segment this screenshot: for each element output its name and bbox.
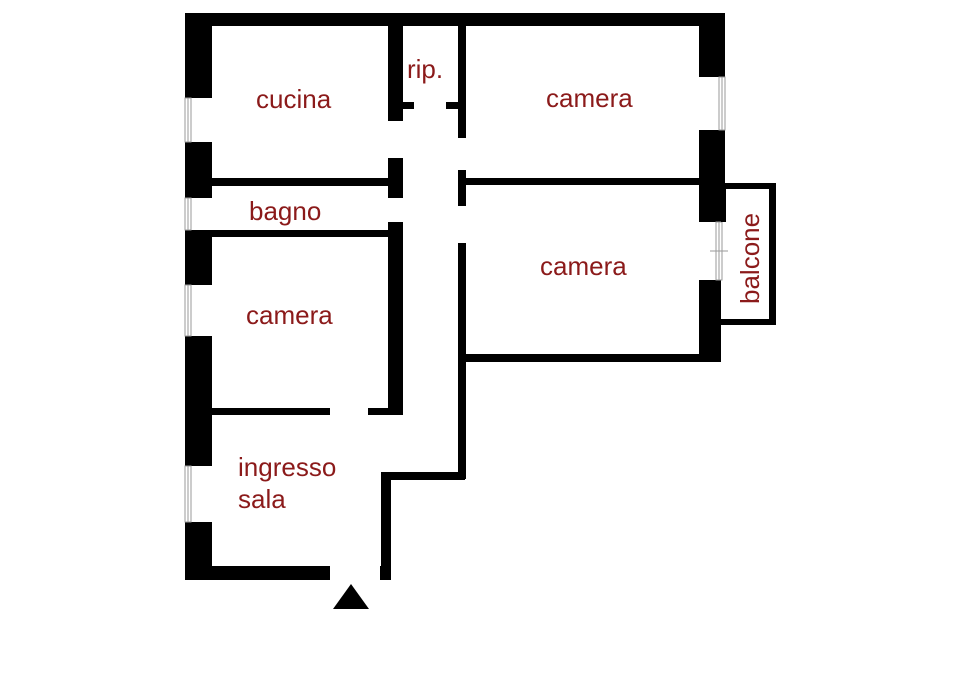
window-bedroom-top-right [718, 76, 726, 131]
entrance-triangle-icon [333, 584, 369, 609]
room-label-entrance: ingresso [238, 452, 336, 482]
outer-walls [185, 13, 725, 580]
window-kitchen [184, 97, 192, 143]
room-label-bathroom: bagno [249, 196, 321, 226]
room-label-storage: rip. [407, 54, 443, 84]
room-label-kitchen: cucina [256, 84, 332, 114]
room-label-bedroom-left: camera [246, 300, 333, 330]
window-living [184, 465, 192, 523]
window-bedroom-left [184, 284, 192, 337]
balcony [721, 183, 776, 325]
internal-walls [212, 26, 700, 415]
window-bathroom [184, 197, 192, 231]
room-label-bedroom-top-right: camera [546, 83, 633, 113]
room-label-living: sala [238, 484, 286, 514]
room-label-bedroom-middle-right: camera [540, 251, 627, 281]
room-label-balcony: balcone [735, 213, 765, 304]
windows [184, 76, 728, 523]
balcony-door [710, 221, 728, 281]
